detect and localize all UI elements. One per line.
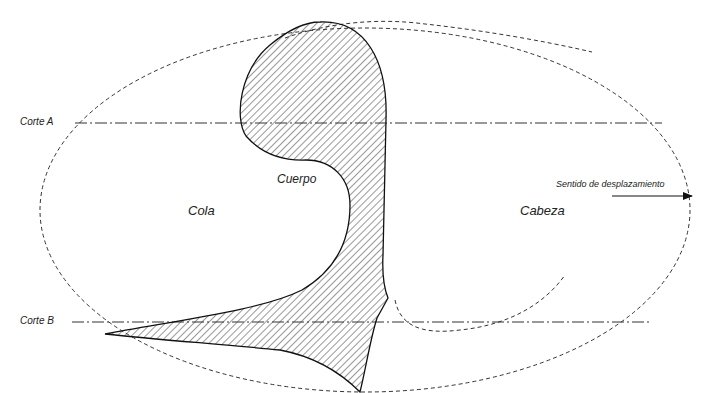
hatched-cloud-body [105,22,388,392]
part-label: Cabeza [520,204,565,218]
part-label: Cola [188,204,215,218]
direction-label: Sentido de desplazamiento [556,180,665,190]
part-label: Cuerpo [274,172,319,187]
section-label: Corte A [20,116,54,127]
direction-arrow [612,195,692,196]
section-label: Corte B [20,315,54,326]
dashed-line [395,275,565,331]
